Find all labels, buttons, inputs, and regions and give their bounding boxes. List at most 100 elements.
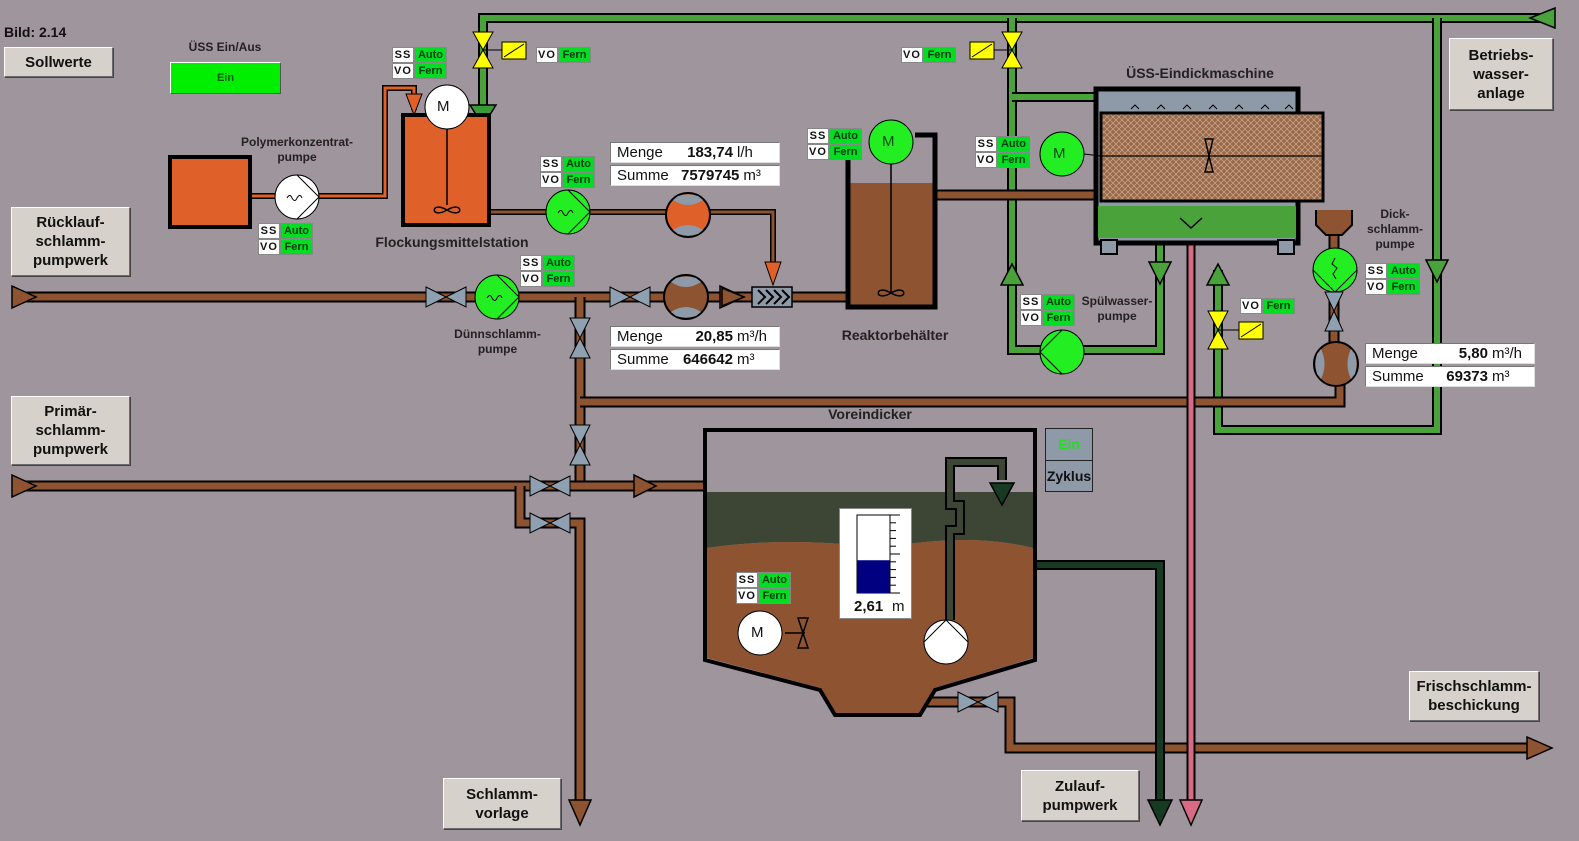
- dickschlamm-hopper: [1315, 210, 1353, 236]
- frischschlamm-button[interactable]: Frischschlamm-beschickung: [1409, 671, 1539, 721]
- ss-value: Auto: [1042, 294, 1075, 310]
- btn-line: anlage: [1477, 84, 1525, 102]
- ss-key: SS: [736, 572, 758, 588]
- valve-primaer-2[interactable]: [529, 512, 571, 534]
- voreindicker-pump[interactable]: [923, 619, 969, 665]
- vo-value: Fern: [923, 47, 956, 63]
- ss-key: SS: [392, 47, 414, 63]
- zyklus-ein-button[interactable]: Ein: [1046, 429, 1092, 461]
- btn-line: schlamm-: [35, 233, 106, 250]
- btn-line: vorlage: [475, 804, 529, 822]
- vo-value: Fern: [280, 239, 313, 255]
- valve-vert-1[interactable]: [569, 317, 591, 359]
- motor-voreindicker: [737, 610, 783, 656]
- vo-key: VO: [901, 47, 923, 63]
- menge-unit: m³/h: [737, 328, 767, 345]
- valve-vert-2[interactable]: [569, 424, 591, 466]
- label-line: pumpe: [477, 342, 518, 356]
- vo-key: VO: [736, 588, 758, 604]
- sollwerte-button[interactable]: Sollwerte: [4, 47, 113, 77]
- valves: [425, 286, 1344, 713]
- menge-label: Menge: [617, 328, 663, 345]
- label-line: Polymerkonzentrat-: [240, 135, 354, 149]
- flockung-label: Flockungsmittelstation: [375, 234, 529, 250]
- ss-value: Auto: [542, 255, 575, 271]
- label-line: Spülwasser-: [1081, 294, 1153, 308]
- summe-unit: m³: [737, 351, 755, 368]
- btn-line: pumpwerk: [32, 441, 108, 458]
- ss-value: Auto: [562, 156, 595, 172]
- menge-value: 5,80: [1458, 345, 1488, 362]
- menge-label: Menge: [1372, 345, 1418, 362]
- water-inlet-arrow: [1527, 6, 1556, 30]
- polymer-pump[interactable]: [274, 174, 320, 220]
- ss-value: Auto: [280, 223, 313, 239]
- primaer-pumpwerk-button[interactable]: Primär-schlamm-pumpwerk: [11, 396, 130, 465]
- vo-value: Fern: [829, 144, 862, 160]
- zyklus-button[interactable]: Zyklus: [1046, 468, 1092, 484]
- label-line: pumpe: [1375, 237, 1415, 251]
- btn-line: wasser-: [1473, 65, 1529, 83]
- uess-eindickmaschine: [1093, 86, 1325, 255]
- motor-eindick-label: M: [1053, 145, 1066, 162]
- zulauf-pumpwerk-button[interactable]: Zulauf-pumpwerk: [1021, 770, 1139, 821]
- vo-value: Fern: [1042, 310, 1075, 326]
- label-line: schlamm-: [1366, 222, 1424, 236]
- vo-key: VO: [807, 144, 829, 160]
- menge-value: 20,85: [695, 328, 733, 345]
- vo-value: Fern: [1262, 298, 1295, 314]
- btn-line: Zulauf-: [1054, 777, 1105, 795]
- motor-flockung: [424, 84, 470, 130]
- ss-key: SS: [258, 223, 280, 239]
- valve-outlet[interactable]: [957, 691, 999, 713]
- ss-key: SS: [1020, 294, 1042, 310]
- water-pipes: [468, 6, 1556, 435]
- polymer-dosing-pump[interactable]: [545, 189, 591, 235]
- btn-line: Betriebs-: [1468, 46, 1534, 64]
- valve-rueck-2[interactable]: [609, 286, 651, 308]
- valve-primaer-1[interactable]: [529, 475, 571, 497]
- zyklus-control: Ein Zyklus: [1045, 428, 1093, 492]
- uess-ein-button[interactable]: Ein: [170, 62, 281, 94]
- flow-meters: [663, 192, 1359, 387]
- schlammvorlage-button[interactable]: Schlamm-vorlage: [443, 778, 561, 829]
- valve-dick[interactable]: [1324, 291, 1344, 332]
- motor-valve-3[interactable]: [1207, 310, 1264, 350]
- summe-label: Summe: [1372, 368, 1424, 385]
- static-mixer: [751, 286, 793, 308]
- ruecklauf-pumpwerk-button[interactable]: Rücklauf-schlamm-pumpwerk: [11, 207, 130, 276]
- vo-key: VO: [520, 271, 542, 287]
- motor-valve-1[interactable]: [472, 31, 527, 69]
- betriebswasser-button[interactable]: Betriebs-wasser-anlage: [1449, 38, 1553, 110]
- uess-switch-label: ÜSS Ein/Aus: [188, 40, 262, 54]
- dickschlamm-pump[interactable]: [1312, 247, 1358, 293]
- level-value: 2,61: [854, 598, 884, 615]
- valve-rueck-1[interactable]: [425, 286, 467, 308]
- spuelwasser-pump[interactable]: [1039, 329, 1085, 375]
- summe-label: Summe: [617, 351, 669, 368]
- ss-value: Auto: [758, 572, 791, 588]
- vo-key: VO: [258, 239, 280, 255]
- rueck-inlet-arrow: [11, 284, 38, 310]
- duennschlamm-pump[interactable]: [474, 274, 520, 320]
- ss-value: Auto: [829, 128, 862, 144]
- level-fill: [857, 560, 890, 593]
- motor-valve-2[interactable]: [969, 31, 1023, 69]
